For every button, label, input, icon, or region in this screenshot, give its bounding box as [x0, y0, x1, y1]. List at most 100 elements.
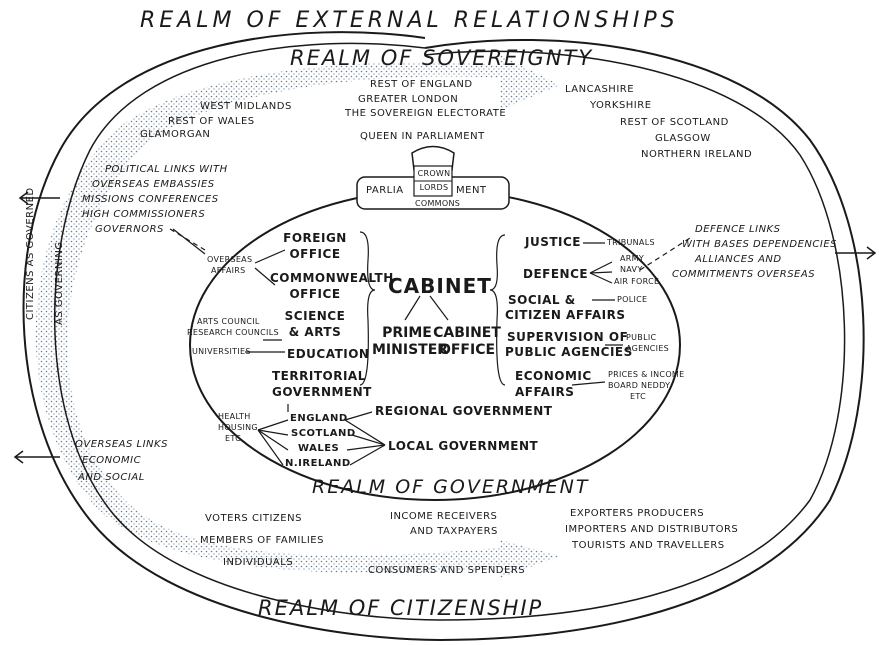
- science-arts-2: & ARTS: [288, 325, 342, 339]
- region-rest-of-scotland: REST OF SCOTLAND: [620, 117, 729, 128]
- external-governors: GOVERNORS: [95, 224, 164, 235]
- parliament-label-right: MENT: [456, 185, 487, 196]
- nation-scotland: SCOTLAND: [291, 428, 356, 439]
- external-social: AND SOCIAL: [78, 472, 145, 483]
- force-army: ARMY: [620, 254, 645, 263]
- region-rest-of-wales: REST OF WALES: [168, 116, 255, 127]
- dashed-link-right: [639, 237, 691, 271]
- economic-2: AFFAIRS: [515, 385, 575, 399]
- nation-n-ireland: N.IRELAND: [285, 458, 351, 469]
- force-air-force: AIR FORCE: [614, 277, 660, 286]
- commonwealth-office-1: COMMONWEALTH: [270, 271, 394, 285]
- territorial-1: TERRITORIAL: [272, 369, 366, 383]
- exporters-producers: EXPORTERS PRODUCERS: [570, 508, 705, 519]
- realm-sovereignty-label: REALM OF SOVEREIGNTY: [290, 46, 594, 70]
- regional-government: REGIONAL GOVERNMENT: [375, 404, 553, 418]
- and-taxpayers: AND TAXPAYERS: [410, 526, 498, 537]
- police: POLICE: [617, 295, 648, 304]
- prices-1: PRICES & INCOME: [608, 370, 685, 379]
- commonwealth-office-2: OFFICE: [289, 287, 341, 301]
- external-defence-links: DEFENCE LINKS: [695, 224, 781, 235]
- external-economic: ECONOMIC: [82, 455, 142, 466]
- cabinet-label: CABINET: [388, 274, 492, 298]
- tribunals: TRIBUNALS: [607, 238, 655, 247]
- research-councils: RESEARCH COUNCILS: [187, 328, 279, 337]
- education: EDUCATION: [287, 347, 370, 361]
- external-alliances: ALLIANCES AND: [695, 254, 782, 265]
- government-right-lines: [489, 234, 623, 386]
- external-overseas-embassies: OVERSEAS EMBASSIES: [92, 179, 215, 190]
- consumers-spenders: CONSUMERS AND SPENDERS: [368, 565, 526, 576]
- overseas-affairs-2: AFFAIRS: [211, 266, 246, 275]
- income-receivers: INCOME RECEIVERS: [390, 511, 498, 522]
- universities: UNIVERSITIES: [192, 347, 251, 356]
- parliament-label-left: PARLIA: [366, 185, 404, 196]
- as-governing: AS GOVERNING: [54, 241, 65, 325]
- left-arrow-bottom: [13, 450, 60, 464]
- supervision-2: PUBLIC AGENCIES: [505, 345, 633, 359]
- public-agencies-2: AGENCIES: [626, 344, 670, 353]
- defence: DEFENCE: [523, 267, 589, 281]
- region-yorkshire: YORKSHIRE: [590, 100, 652, 111]
- region-west-midlands: WEST MIDLANDS: [200, 101, 292, 112]
- housing-etc: ETC: [225, 434, 241, 443]
- supervision-1: SUPERVISION OF: [507, 330, 629, 344]
- external-high-commissioners: HIGH COMMISSIONERS: [82, 209, 206, 220]
- right-arrow: [835, 246, 877, 260]
- external-political-links: POLITICAL LINKS WITH: [105, 164, 228, 175]
- economic-1: ECONOMIC: [515, 369, 592, 383]
- justice: JUSTICE: [525, 235, 582, 249]
- sovereign-electorate: THE SOVEREIGN ELECTORATE: [345, 108, 507, 119]
- government-left-lines: [172, 228, 449, 466]
- realm-citizenship-label: REALM OF CITIZENSHIP: [258, 596, 544, 620]
- lords-label: LORDS: [419, 183, 449, 192]
- public-agencies-1: PUBLIC: [626, 333, 657, 342]
- tourists-travellers: TOURISTS AND TRAVELLERS: [572, 540, 725, 551]
- territorial-2: GOVERNMENT: [272, 385, 372, 399]
- prices-2: BOARD NEDDY: [608, 381, 671, 390]
- prices-3: ETC: [630, 392, 646, 401]
- region-glasgow: GLASGOW: [655, 133, 711, 144]
- region-glamorgan: GLAMORGAN: [140, 129, 211, 140]
- citizens-as-governed: CITIZENS AS GOVERNED: [25, 187, 36, 320]
- local-government: LOCAL GOVERNMENT: [388, 439, 539, 453]
- external-commitments: COMMITMENTS OVERSEAS: [672, 269, 816, 280]
- foreign-office-2: OFFICE: [289, 247, 341, 261]
- sovereignty-oval: [53, 42, 846, 621]
- foreign-office-1: FOREIGN: [283, 231, 347, 245]
- individuals: INDIVIDUALS: [223, 557, 294, 568]
- force-navy: NAVY: [620, 265, 643, 274]
- prime-minister-line2: MINISTER: [372, 342, 449, 358]
- commons-label: COMMONS: [415, 199, 461, 208]
- overseas-affairs-1: OVERSEAS: [207, 255, 253, 264]
- nation-england: ENGLAND: [290, 413, 348, 424]
- science-arts-1: SCIENCE: [284, 309, 346, 323]
- region-rest-of-england: REST OF ENGLAND: [370, 79, 473, 90]
- crown-shape: [411, 145, 455, 171]
- voters-citizens: VOTERS CITIZENS: [205, 513, 302, 524]
- social-1: SOCIAL &: [508, 293, 576, 307]
- region-lancashire: LANCASHIRE: [565, 84, 635, 95]
- arts-council: ARTS COUNCIL: [197, 317, 260, 326]
- nation-wales: WALES: [298, 443, 340, 454]
- members-of-families: MEMBERS OF FAMILIES: [200, 535, 324, 546]
- housing: HOUSING: [218, 423, 258, 432]
- external-oval: [22, 31, 865, 642]
- realm-government-label: REALM OF GOVERNMENT: [312, 476, 590, 498]
- dashed-link-left: [169, 228, 206, 251]
- region-greater-london: GREATER LONDON: [358, 94, 459, 105]
- region-northern-ireland: NORTHERN IRELAND: [641, 149, 753, 160]
- external-bases: WITH BASES DEPENDENCIES: [682, 239, 837, 250]
- social-2: CITIZEN AFFAIRS: [505, 308, 626, 322]
- prime-minister-line1: PRIME: [382, 325, 432, 341]
- external-overseas-links: OVERSEAS LINKS: [75, 439, 168, 450]
- crown-label: CROWN: [417, 169, 451, 178]
- external-missions: MISSIONS CONFERENCES: [82, 194, 219, 205]
- cabinet-office-line2: OFFICE: [438, 342, 496, 358]
- left-arrow-top: [18, 191, 60, 205]
- cabinet-office-line1: CABINET: [433, 325, 501, 341]
- health: HEALTH: [218, 412, 251, 421]
- importers-distributors: IMPORTERS AND DISTRIBUTORS: [565, 524, 739, 535]
